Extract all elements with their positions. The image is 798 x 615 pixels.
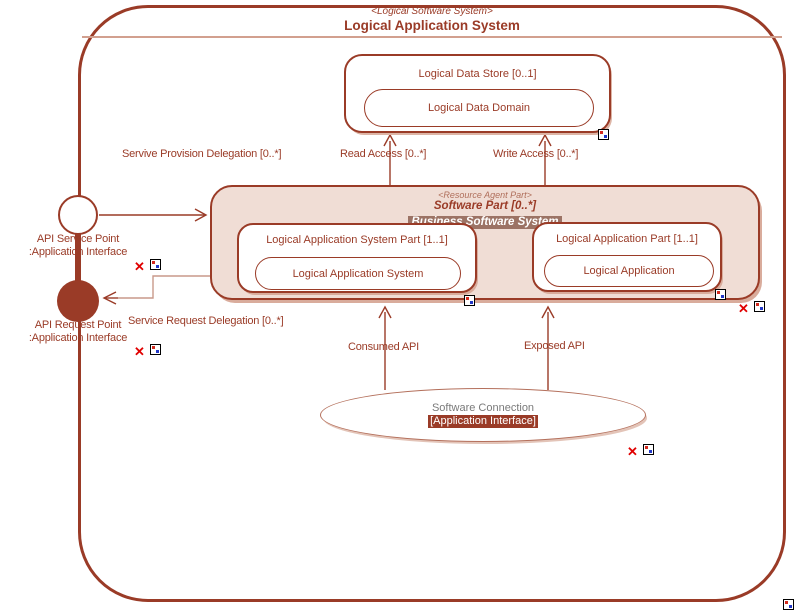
software-part-stereotype: <Resource Agent Part> [438,190,532,200]
data-store-title: Logical Data Store [0..1] [418,68,537,80]
write-access-label: Write Access [0..*] [493,148,579,160]
logical-application-box[interactable]: Logical Application [544,255,714,287]
logical-application-system-part-box[interactable]: Logical Application System Part [1..1] L… [237,223,477,293]
app-system-part-title: Logical Application System Part [1..1] [266,234,448,246]
connection-interface-selected[interactable]: [Application Interface] [428,415,538,428]
service-point-error-cross-icon[interactable]: ✕ [134,259,145,274]
software-part-error-cross-icon[interactable]: ✕ [738,301,749,316]
logical-data-domain-box[interactable]: Logical Data Domain [364,89,594,127]
logical-application-part-box[interactable]: Logical Application Part [1..1] Logical … [532,222,722,292]
software-connection-ellipse[interactable]: Software Connection [Application Interfa… [320,388,646,442]
app-part-title: Logical Application Part [1..1] [556,233,698,245]
service-provision-delegation-label: Servive Provision Delegation [0..*] [122,148,282,160]
request-point-error-cross-icon[interactable]: ✕ [134,344,145,359]
api-request-point-label: API Request Point :Application Interface [28,319,128,344]
port-link-bar [75,232,80,282]
title-separator [82,36,782,38]
app-label: Logical Application [583,265,675,277]
consumed-api-label: Consumed API [348,341,419,353]
software-part-name: Software Part [0..*] [433,200,537,212]
service-request-delegation-label: Service Request Delegation [0..*] [128,315,284,327]
system-frame-decorator-icon[interactable] [783,599,794,610]
software-part-decorator-icon[interactable] [754,301,765,312]
app-part-decorator-icon[interactable] [715,289,726,300]
app-system-part-decorator-icon[interactable] [464,295,475,306]
data-domain-label: Logical Data Domain [427,102,531,114]
logical-data-store-box[interactable]: Logical Data Store [0..1] Logical Data D… [344,54,611,133]
data-store-decorator-icon[interactable] [598,129,609,140]
system-stereotype: <Logical Software System> [371,6,493,17]
logical-application-system-box[interactable]: Logical Application System [255,257,461,290]
connection-error-cross-icon[interactable]: ✕ [627,444,638,459]
api-service-point-label: API Service Point :Application Interface [28,233,128,258]
api-service-point-port[interactable] [58,195,98,235]
app-system-label: Logical Application System [292,267,424,280]
system-title: Logical Application System [344,18,520,33]
exposed-api-label: Exposed API [524,340,585,352]
connection-decorator-icon[interactable] [643,444,654,455]
read-access-label: Read Access [0..*] [340,148,427,160]
service-point-decorator-icon[interactable] [150,259,161,270]
connection-name: Software Connection [431,402,535,414]
request-point-decorator-icon[interactable] [150,344,161,355]
api-request-point-port[interactable] [57,280,99,322]
